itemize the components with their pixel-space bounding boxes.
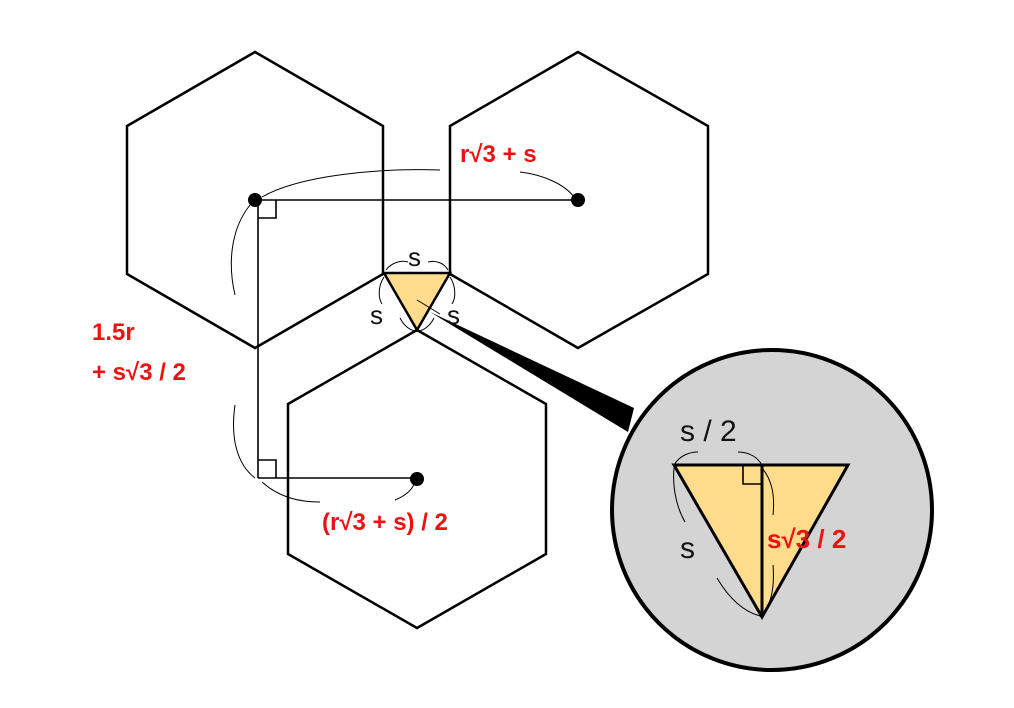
hexagon-bottom bbox=[286, 328, 548, 630]
hexagon-top-left bbox=[125, 50, 385, 350]
label-bottom-distance: (r√3 + s) / 2 bbox=[322, 509, 448, 536]
zoomed-right-angle-marker bbox=[742, 465, 762, 485]
label-zoom-side: s bbox=[680, 532, 695, 565]
right-angle-marker-top bbox=[258, 200, 277, 219]
label-top-distance: r√3 + s bbox=[460, 141, 537, 168]
zoomed-brace-side bbox=[673, 467, 761, 617]
label-side-top: s bbox=[408, 242, 421, 272]
zoomed-brace-half bbox=[673, 451, 763, 466]
brace-side-top bbox=[385, 260, 449, 271]
gap-triangle bbox=[381, 271, 453, 333]
brace-side-right bbox=[418, 276, 456, 332]
brace-top bbox=[261, 169, 575, 198]
zoomed-brace-height bbox=[761, 467, 775, 615]
label-zoom-height: s√3 / 2 bbox=[767, 524, 846, 554]
right-angle-marker-bottom bbox=[258, 459, 277, 478]
magnifier-pointer bbox=[430, 312, 634, 432]
center-dot-bottom bbox=[410, 472, 424, 486]
center-dot-top-right bbox=[571, 193, 585, 207]
label-vertical-line2: + s√3 / 2 bbox=[92, 359, 186, 386]
label-side-right: s bbox=[447, 300, 460, 330]
hexagon-top-right bbox=[448, 50, 710, 350]
brace-side-left bbox=[378, 276, 416, 332]
label-side-left: s bbox=[370, 300, 383, 330]
center-dot-top-left bbox=[248, 193, 262, 207]
label-vertical-line1: 1.5r bbox=[92, 319, 135, 346]
brace-bottom bbox=[261, 481, 415, 503]
brace-left bbox=[230, 204, 256, 479]
magnifier-pointer-thin bbox=[416, 299, 441, 315]
label-zoom-half-side: s / 2 bbox=[680, 415, 737, 448]
